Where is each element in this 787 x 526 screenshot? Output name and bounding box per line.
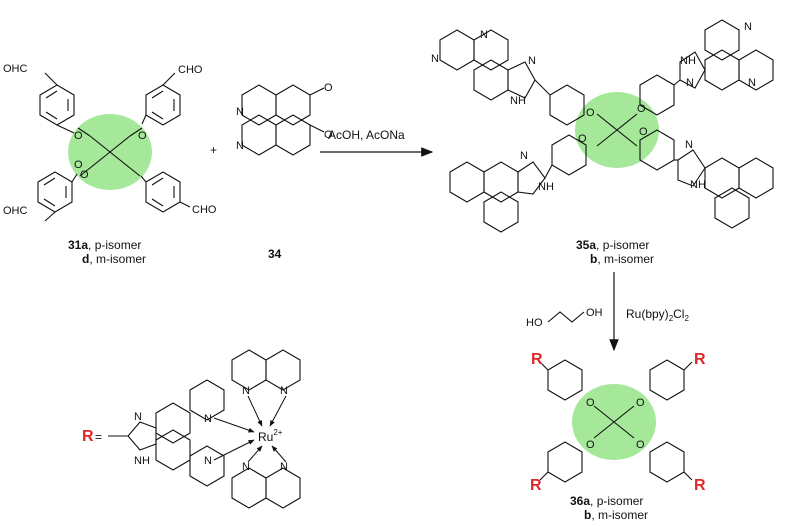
n-label-2: N xyxy=(236,140,244,152)
compound-34-label: 34 xyxy=(268,247,282,261)
imidazole-n: N xyxy=(134,411,142,423)
bpy-n-4: N xyxy=(280,461,288,473)
bpy-n-3: N xyxy=(242,461,250,473)
cho-label-4: CHO xyxy=(192,204,217,216)
compound-31-label-line2: d, m-isomer xyxy=(82,252,146,266)
o-label-2: O xyxy=(636,397,645,409)
bpy-n-1: N xyxy=(242,385,250,397)
n-label-8: N xyxy=(685,139,693,151)
bpy-n-2: N xyxy=(280,385,288,397)
compound-35-label-line2: b, m-isomer xyxy=(590,252,654,266)
n-label-5: N xyxy=(748,77,756,89)
nh-label-4: NH xyxy=(690,179,706,191)
nh-label-2: NH xyxy=(680,55,696,67)
phen-n-1: N xyxy=(204,413,212,425)
r-label-4: R xyxy=(694,477,706,494)
o-label-1: O xyxy=(586,107,595,119)
o-label-3: O xyxy=(586,439,595,451)
n-label-2: N xyxy=(480,29,488,41)
step1-reagents: AcOH, AcONa xyxy=(328,128,405,142)
o-label-4: O xyxy=(80,169,89,181)
r-definition: R = N NH N N Ru2+ N N N N xyxy=(82,349,301,509)
step2-metal-reagent: Ru(bpy)2Cl2 xyxy=(626,307,689,323)
ruthenium-center: Ru2+ xyxy=(258,428,283,444)
o-label-1: O xyxy=(586,397,595,409)
n-label-1: N xyxy=(236,106,244,118)
compound-31: OHC CHO OHC CHO O O O O 31a, p-isomer d,… xyxy=(3,63,217,266)
n-label-7: N xyxy=(520,150,528,162)
o-label-4: O xyxy=(636,439,645,451)
o-label-3: O xyxy=(578,133,587,145)
r-label-2: R xyxy=(694,351,706,368)
compound-35-label-line1: 35a, p-isomer xyxy=(576,238,649,252)
n-label-4: N xyxy=(744,21,752,33)
n-label-6: N xyxy=(686,77,694,89)
o-label-2: O xyxy=(138,130,147,142)
diol-reagent: HO OH xyxy=(526,307,603,329)
cho-label-2: CHO xyxy=(178,64,203,76)
o-label-3: O xyxy=(74,159,83,171)
compound-31-label-line1: 31a, p-isomer xyxy=(68,238,141,252)
r-label-3: R xyxy=(530,477,542,494)
plus-sign: + xyxy=(210,143,217,157)
n-label-1: N xyxy=(431,53,439,65)
nh-label-3: NH xyxy=(538,181,554,193)
o-label-4: O xyxy=(639,126,648,138)
o-label-ketone-2: O xyxy=(324,129,333,141)
n-label-3: N xyxy=(528,55,536,67)
compound-35: N N N NH N N NH N N NH NH N O O O O 35a,… xyxy=(431,19,774,266)
compound-36-label-line2: b, m-isomer xyxy=(584,508,648,522)
r-label-1: R xyxy=(531,351,543,368)
diol-left: HO xyxy=(526,317,543,329)
r-symbol: R xyxy=(82,428,94,445)
equals-sign: = xyxy=(95,430,102,444)
phen-n-2: N xyxy=(204,455,212,467)
imidazole-nh: NH xyxy=(134,455,150,467)
compound-34: N N O O 34 xyxy=(236,82,333,261)
compound-36: R R R R O O O O 36a, p-isomer b, m-isome… xyxy=(530,351,706,522)
o-label-1: O xyxy=(74,130,83,142)
cho-label-3: OHC xyxy=(3,205,28,217)
o-label-ketone-1: O xyxy=(324,82,333,94)
o-label-2: O xyxy=(637,103,646,115)
cho-label-1: OHC xyxy=(3,63,28,75)
diol-right: OH xyxy=(586,307,603,319)
nh-label-1: NH xyxy=(510,95,526,107)
compound-36-label-line1: 36a, p-isomer xyxy=(570,494,643,508)
